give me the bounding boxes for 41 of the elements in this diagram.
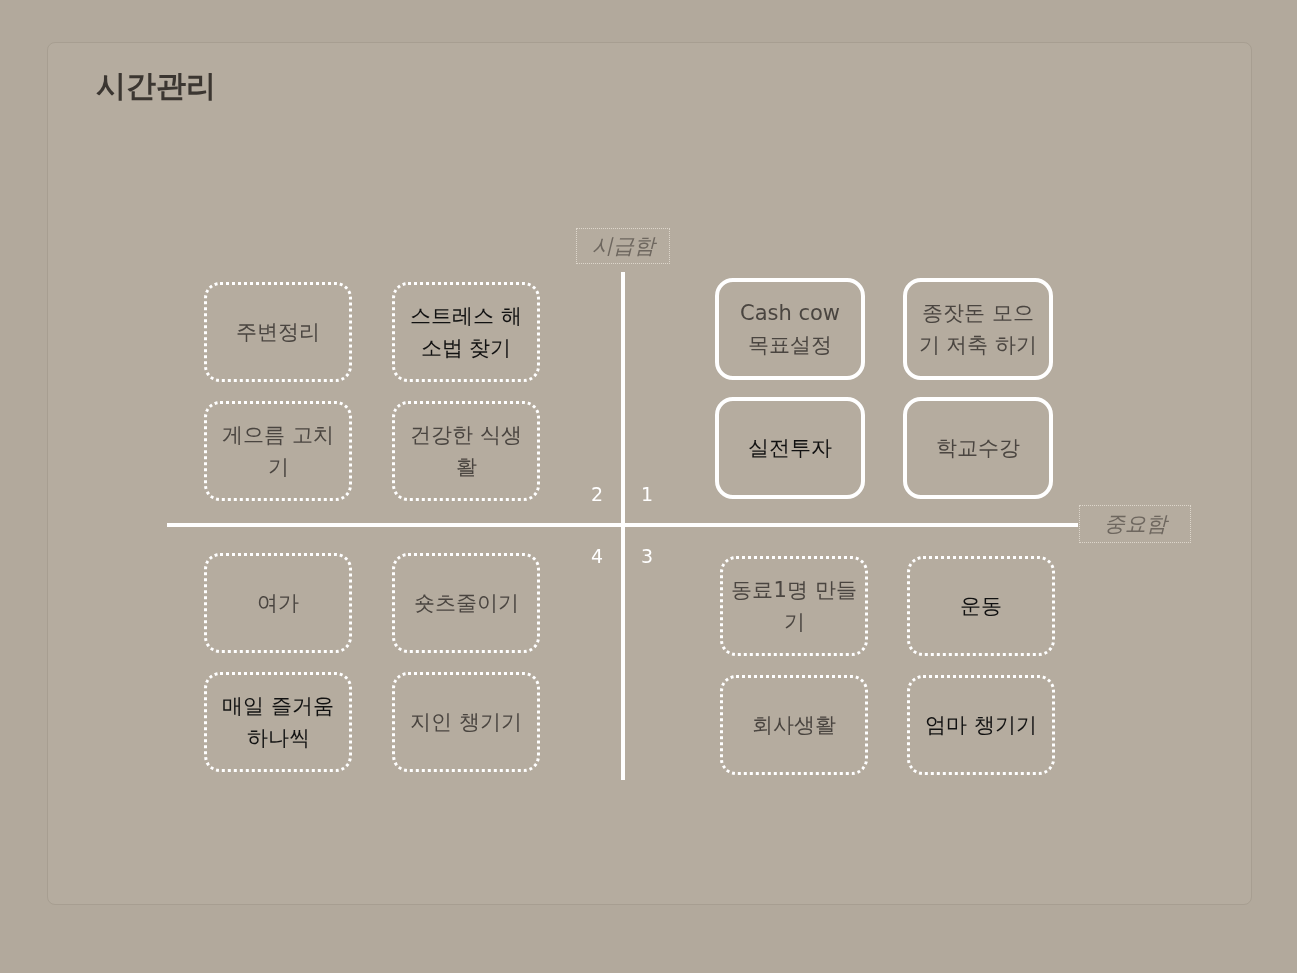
task-box (907, 556, 1055, 656)
task-text: 주변정리 (236, 319, 320, 346)
task-text: 지인 챙기기 (410, 709, 522, 736)
task-text: 스트레스 해소법 찾기 (409, 303, 523, 362)
task-text: 엄마 챙기기 (925, 712, 1037, 739)
task-text: 종잣돈 모으기 저축 하기 (917, 300, 1039, 359)
task-box (392, 672, 540, 772)
axis-label: 중요함 (1103, 511, 1167, 538)
quadrant-number: 3 (641, 545, 654, 567)
axis-label-box (1079, 505, 1191, 543)
task-box (204, 672, 352, 772)
axis-label: 시급함 (591, 233, 655, 260)
quadrant-number: 1 (641, 483, 654, 505)
task-box (715, 278, 865, 380)
task-text: 운동 (960, 593, 1002, 620)
task-box (392, 282, 540, 382)
task-text: 학교수강 (936, 435, 1020, 462)
task-box (204, 282, 352, 382)
task-box (204, 553, 352, 653)
task-text: 동료1명 만들기 (731, 577, 857, 636)
task-text: 건강한 식생활 (409, 422, 523, 481)
task-box (392, 553, 540, 653)
axis-label-box (576, 228, 670, 264)
task-text: 숏츠줄이기 (413, 590, 519, 617)
task-text: 여가 (257, 590, 299, 617)
task-box (715, 397, 865, 499)
task-text: 실전투자 (748, 435, 832, 462)
quadrant-number: 4 (591, 545, 604, 567)
task-text: 게으름 고치기 (221, 422, 335, 481)
task-box (720, 556, 868, 656)
title: 시간관리 (96, 67, 216, 105)
task-box (204, 401, 352, 501)
task-text: 매일 즐거움 하나씩 (221, 693, 335, 752)
task-box (392, 401, 540, 501)
task-text: 회사생활 (752, 712, 836, 739)
task-box (720, 675, 868, 775)
task-box (903, 397, 1053, 499)
task-box (903, 278, 1053, 380)
task-text: Cash cow 목표설정 (739, 300, 841, 359)
task-box (907, 675, 1055, 775)
quadrant-number: 2 (591, 483, 604, 505)
